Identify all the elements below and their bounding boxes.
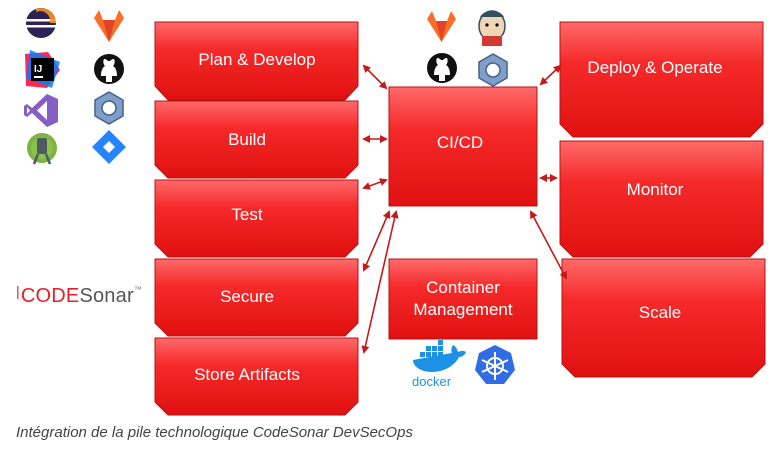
gitlab-icon (94, 10, 124, 42)
box-container-label-line2: Management (413, 300, 513, 319)
box-secure-label: Secure (220, 287, 274, 306)
figure-caption: Intégration de la pile technologique Cod… (16, 424, 413, 441)
nut-icon (478, 53, 508, 87)
codesonar-logo-sonar: Sonar (79, 285, 134, 307)
kubernetes-icon (475, 345, 515, 384)
box-store-artifacts: Store Artifacts (154, 337, 359, 416)
box-secure: Secure (154, 258, 359, 337)
box-deploy-label: Deploy & Operate (587, 58, 722, 77)
nut-icon (94, 91, 124, 125)
gitlab-icon (427, 11, 456, 42)
box-build: Build (154, 100, 359, 179)
arrows (361, 64, 567, 354)
arrow-cicd-deploy (539, 64, 562, 86)
box-test-label: Test (231, 205, 262, 224)
box-cicd-label: CI/CD (437, 133, 483, 152)
arrow-test-cicd (362, 178, 388, 190)
box-scale-label: Scale (639, 303, 682, 322)
codesonar-logo-code: CODE (20, 285, 80, 307)
docker-wordmark: docker (412, 374, 452, 389)
intellij-icon: IJ (25, 50, 60, 88)
box-monitor: Monitor (559, 140, 764, 258)
box-build-label: Build (228, 130, 266, 149)
box-plan-develop-label: Plan & Develop (198, 50, 315, 69)
jenkins-icon (478, 10, 506, 46)
svg-text:IJ: IJ (34, 64, 42, 75)
box-scale: Scale (561, 258, 766, 378)
docker-icon (413, 340, 466, 372)
box-container-management: Container Management (388, 258, 538, 340)
visual-studio-icon (24, 94, 58, 127)
box-store-artifacts-label: Store Artifacts (194, 365, 300, 384)
box-deploy-operate: Deploy & Operate (559, 21, 764, 138)
codesonar-logo: |CODESonar™ (16, 283, 143, 307)
eclipse-icon (26, 8, 56, 38)
box-container-label-line1: Container (426, 278, 500, 297)
arrow-cicd-scale (530, 210, 567, 280)
box-monitor-label: Monitor (627, 180, 684, 199)
android-studio-icon (27, 133, 57, 165)
box-cicd: CI/CD (388, 86, 538, 207)
box-test: Test (154, 179, 359, 258)
jira-icon (92, 130, 126, 164)
github-icon (94, 54, 124, 84)
arrow-store-cicd (361, 210, 399, 354)
github-icon (427, 53, 457, 83)
box-plan-develop: Plan & Develop (154, 21, 359, 101)
arrow-plan-cicd (362, 64, 388, 90)
